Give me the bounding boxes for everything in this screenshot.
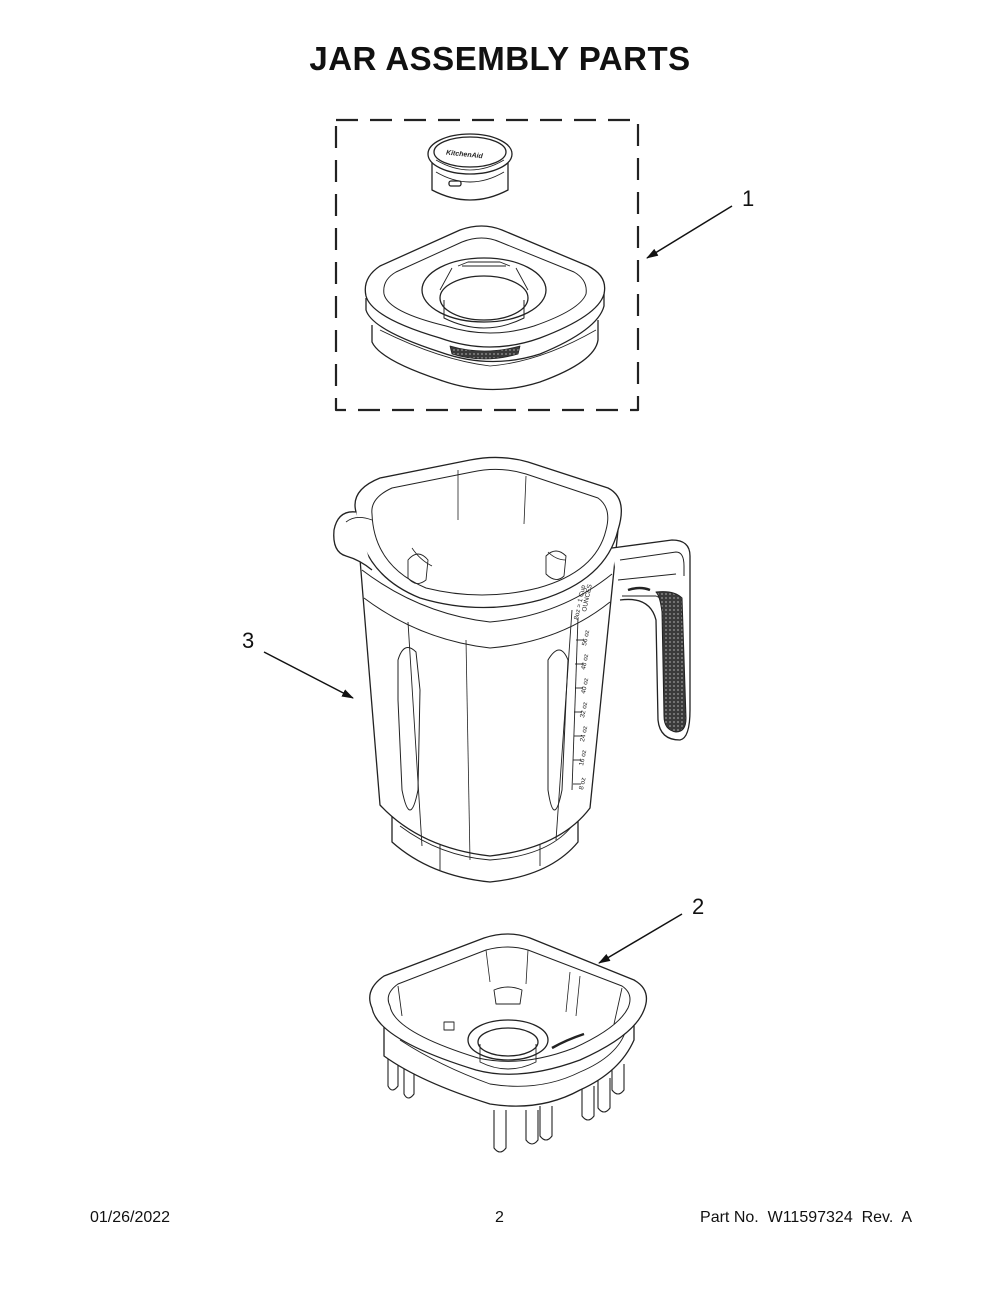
dashed-assembly-box [334,118,640,412]
lid-cap [427,133,513,201]
page-title: JAR ASSEMBLY PARTS [309,40,691,77]
callout-number-3: 3 [242,628,255,653]
volume-mark: 40 oz [580,677,590,694]
callout-number-1: 1 [742,186,755,211]
blender-jar [333,456,691,883]
callout-arrows [263,205,733,964]
footer-page-number: 2 [495,1209,504,1226]
volume-mark: 24 oz [579,725,589,742]
lid-assembly-group [334,118,640,412]
lid-cap-logo: KitchenAid [446,150,484,161]
base-legs [387,1050,625,1153]
callout-arrow-1 [646,205,733,259]
callout-arrow-2 [598,913,683,964]
volume-mark: 48 oz [580,653,590,670]
footer-part-number: Part No. W11597324 Rev. A [700,1209,912,1226]
volume-scale [571,617,584,791]
callout-number-2: 2 [692,894,705,919]
jar-base [369,933,648,1153]
lid [364,225,606,391]
volume-mark: 16 oz [578,749,588,766]
volume-mark: 8 oz [578,777,587,790]
volume-mark: 56 oz [581,629,591,646]
volume-mark: 32 oz [579,701,589,718]
footer-date: 01/26/2022 [90,1209,171,1226]
callout-arrow-3 [263,651,354,699]
